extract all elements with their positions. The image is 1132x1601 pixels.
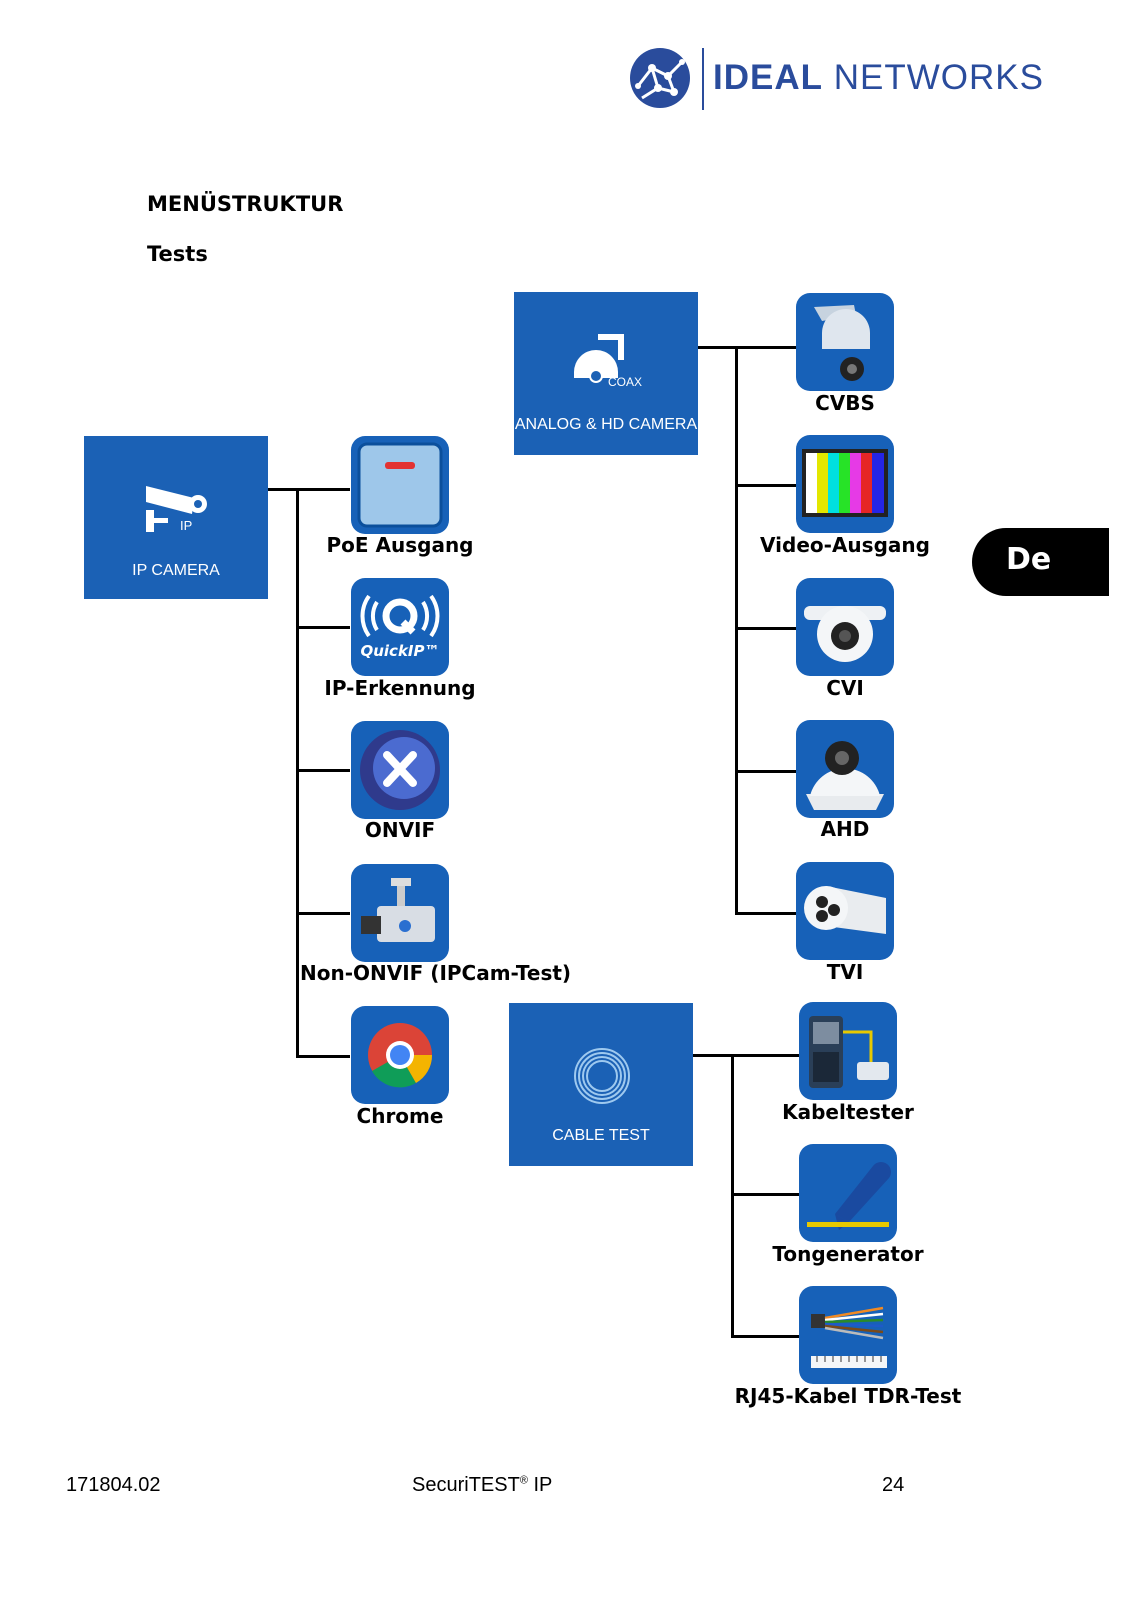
connector-line bbox=[296, 912, 350, 915]
rj45-tdr-label: RJ45-Kabel TDR-Test bbox=[734, 1384, 962, 1408]
connector-line bbox=[735, 912, 796, 915]
connector-line bbox=[731, 1335, 799, 1338]
connector-line bbox=[735, 484, 796, 487]
tools-icon bbox=[360, 730, 440, 810]
rj45-cable-icon bbox=[811, 1306, 887, 1368]
connector-line bbox=[698, 346, 796, 349]
dome-ptz-camera-icon bbox=[814, 305, 870, 381]
language-tab: De bbox=[972, 528, 1109, 596]
network-globe-icon bbox=[630, 48, 690, 108]
ptz-camera-icon: COAX bbox=[574, 334, 642, 389]
connector-line bbox=[296, 769, 350, 772]
coax-badge: COAX bbox=[608, 375, 642, 389]
ip-camera-tile[interactable]: IP IP CAMERA bbox=[84, 436, 268, 599]
rj45-tdr-app-icon[interactable] bbox=[799, 1286, 897, 1384]
poe-output-label: PoE Ausgang bbox=[326, 533, 474, 557]
connector-line bbox=[268, 488, 350, 491]
cable-tester-device-icon bbox=[809, 1016, 889, 1088]
analog-hd-camera-tile[interactable]: COAX ANALOG & HD CAMERA bbox=[514, 292, 698, 455]
ip-discovery-app-icon[interactable]: QuickIP™ bbox=[351, 578, 449, 676]
connector-line bbox=[731, 1193, 799, 1196]
color-bars-icon bbox=[802, 449, 888, 517]
section-title: Tests bbox=[147, 242, 208, 266]
connector-line bbox=[296, 1055, 350, 1058]
footer-doc-number: 171804.02 bbox=[66, 1474, 161, 1496]
ip-camera-label: IP CAMERA bbox=[132, 562, 220, 579]
quickip-icon: QuickIP™ bbox=[360, 594, 440, 660]
ip-badge: IP bbox=[180, 518, 192, 533]
ideal-networks-logo bbox=[628, 46, 692, 110]
connector-line bbox=[731, 1054, 734, 1338]
poe-output-app-icon[interactable] bbox=[351, 436, 449, 534]
onvif-app-icon[interactable] bbox=[351, 721, 449, 819]
ahd-label: AHD bbox=[820, 817, 870, 841]
tone-generator-app-icon[interactable] bbox=[799, 1144, 897, 1242]
cvi-app-icon[interactable] bbox=[796, 578, 894, 676]
cvi-label: CVI bbox=[826, 676, 864, 700]
cable-tester-app-icon[interactable] bbox=[799, 1002, 897, 1100]
ahd-app-icon[interactable] bbox=[796, 720, 894, 818]
brand-name-bold: IDEAL bbox=[713, 58, 823, 97]
chrome-label: Chrome bbox=[356, 1104, 444, 1128]
poe-switch-icon bbox=[357, 442, 443, 528]
connector-line bbox=[296, 626, 350, 629]
connector-line bbox=[735, 627, 796, 630]
tone-generator-label: Tongenerator bbox=[772, 1242, 924, 1266]
brand-name: IDEAL NETWORKS bbox=[713, 58, 1044, 98]
video-output-app-icon[interactable] bbox=[796, 435, 894, 533]
footer-product: SecuriTEST® IP bbox=[412, 1474, 553, 1496]
chrome-app-icon[interactable] bbox=[351, 1006, 449, 1104]
footer-product-name: SecuriTEST bbox=[412, 1474, 520, 1496]
tvi-app-icon[interactable] bbox=[796, 862, 894, 960]
connector-line bbox=[693, 1054, 799, 1057]
cable-test-tile[interactable]: CABLE TEST bbox=[509, 1003, 693, 1166]
tvi-label: TVI bbox=[826, 960, 864, 984]
connector-line bbox=[296, 488, 299, 1058]
onvif-label: ONVIF bbox=[364, 818, 436, 842]
footer-product-suffix: IP bbox=[527, 1474, 553, 1496]
ip-discovery-label: IP-Erkennung bbox=[324, 676, 476, 700]
cvbs-label: CVBS bbox=[815, 391, 875, 415]
cable-tester-label: Kabeltester bbox=[782, 1100, 914, 1124]
ip-camera-icon: IP bbox=[146, 486, 207, 533]
logo-separator bbox=[702, 48, 704, 110]
turret-camera-icon bbox=[804, 606, 886, 662]
chrome-icon bbox=[368, 1023, 433, 1088]
connector-line bbox=[735, 346, 738, 915]
cable-coil-icon bbox=[574, 1048, 630, 1104]
video-output-label: Video-Ausgang bbox=[760, 533, 930, 557]
language-tab-label: De bbox=[1006, 542, 1052, 577]
footer-page-number: 24 bbox=[882, 1474, 905, 1496]
non-onvif-label: Non-ONVIF (IPCam-Test) bbox=[300, 961, 572, 985]
page-title: MENÜSTRUKTUR bbox=[147, 192, 344, 216]
non-onvif-app-icon[interactable] bbox=[351, 864, 449, 962]
box-camera-icon bbox=[361, 878, 435, 942]
analog-hd-camera-label: ANALOG & HD CAMERA bbox=[514, 416, 698, 433]
cable-test-label: CABLE TEST bbox=[552, 1127, 650, 1144]
dome-camera-icon bbox=[806, 741, 884, 810]
cvbs-app-icon[interactable] bbox=[796, 293, 894, 391]
tone-probe-icon bbox=[807, 1162, 891, 1230]
brand-name-light: NETWORKS bbox=[823, 58, 1044, 97]
connector-line bbox=[735, 770, 796, 773]
quickip-text: QuickIP™ bbox=[360, 642, 439, 660]
bullet-camera-icon bbox=[804, 886, 886, 934]
